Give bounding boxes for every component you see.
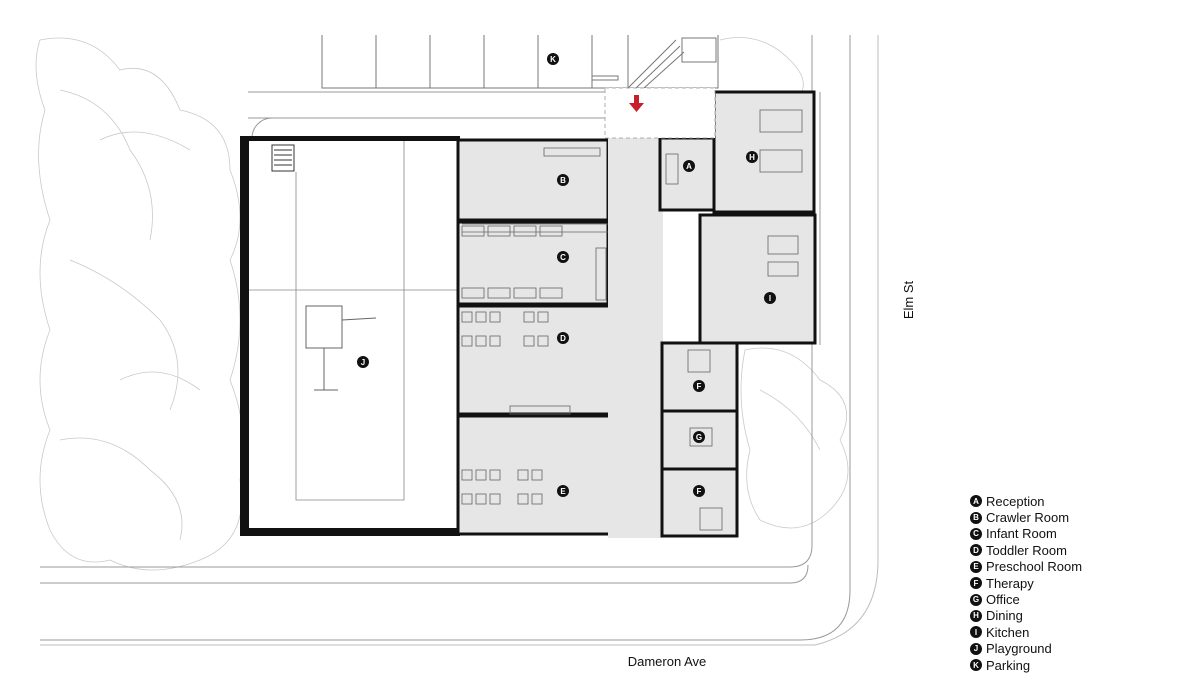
room-marker-j: J xyxy=(357,356,369,368)
legend-item: J Playground xyxy=(970,641,1082,657)
entry-arrow-icon xyxy=(629,95,644,112)
building-walls xyxy=(240,136,460,536)
legend-item: E Preschool Room xyxy=(970,559,1082,575)
legend-key-badge: J xyxy=(970,642,982,655)
room-marker-f2: F xyxy=(693,485,705,497)
svg-text:G: G xyxy=(696,433,702,442)
legend-key-badge: F xyxy=(970,577,982,590)
rooms xyxy=(456,87,817,538)
svg-text:C: C xyxy=(560,253,566,262)
legend-key-badge: C xyxy=(970,527,982,540)
legend-key-badge: A xyxy=(970,495,982,508)
svg-text:H: H xyxy=(749,153,755,162)
legend-label: Crawler Room xyxy=(986,510,1070,526)
room-marker-b: B xyxy=(557,174,569,186)
legend-label: Preschool Room xyxy=(986,559,1083,575)
legend-label: Kitchen xyxy=(986,624,1030,640)
legend-item: D Toddler Room xyxy=(970,542,1082,558)
svg-text:E: E xyxy=(560,487,566,496)
legend-label: Parking xyxy=(986,657,1031,673)
room-marker-f1: F xyxy=(693,380,705,392)
room-marker-i: I xyxy=(764,292,776,304)
legend-item: H Dining xyxy=(970,608,1082,624)
svg-text:A: A xyxy=(686,162,692,171)
legend-label: Playground xyxy=(986,641,1052,657)
legend-key-badge: K xyxy=(970,659,982,672)
legend-item: A Reception xyxy=(970,493,1082,509)
legend-label: Infant Room xyxy=(986,526,1057,542)
legend-item: K Parking xyxy=(970,657,1082,673)
svg-text:B: B xyxy=(560,176,566,185)
legend-label: Dining xyxy=(986,608,1023,624)
legend-key-badge: E xyxy=(970,560,982,573)
room-marker-e: E xyxy=(557,485,569,497)
room-marker-h: H xyxy=(746,151,758,163)
svg-text:J: J xyxy=(361,358,365,367)
parking-lot xyxy=(321,35,719,89)
legend-item: G Office xyxy=(970,591,1082,607)
legend-item: B Crawler Room xyxy=(970,509,1082,525)
legend-label: Reception xyxy=(986,493,1045,509)
room-marker-a: A xyxy=(683,160,695,172)
legend-key-badge: I xyxy=(970,626,982,639)
street-label-east: Elm St xyxy=(901,280,916,319)
legend-key-badge: B xyxy=(970,511,982,524)
legend-label: Therapy xyxy=(986,575,1034,591)
room-marker-g: G xyxy=(693,431,705,443)
roads xyxy=(40,35,879,646)
legend-key-badge: D xyxy=(970,544,982,557)
legend-key-badge: G xyxy=(970,593,982,606)
street-label-south: Dameron Ave xyxy=(628,654,707,669)
svg-text:D: D xyxy=(560,334,566,343)
legend-item: I Kitchen xyxy=(970,624,1082,640)
legend-item: F Therapy xyxy=(970,575,1082,591)
room-marker-d: D xyxy=(557,332,569,344)
svg-text:I: I xyxy=(769,294,771,303)
room-markers: A B C D E F G F H I J K xyxy=(357,53,776,497)
legend-label: Toddler Room xyxy=(986,542,1067,558)
svg-text:F: F xyxy=(697,382,702,391)
svg-text:K: K xyxy=(550,55,556,64)
svg-text:F: F xyxy=(697,487,702,496)
room-marker-c: C xyxy=(557,251,569,263)
room-marker-k: K xyxy=(547,53,559,65)
legend-label: Office xyxy=(986,592,1020,608)
legend-item: C Infant Room xyxy=(970,526,1082,542)
furniture xyxy=(461,109,803,531)
playground xyxy=(247,117,461,531)
legend-key-badge: H xyxy=(970,609,982,622)
trees xyxy=(35,37,849,571)
